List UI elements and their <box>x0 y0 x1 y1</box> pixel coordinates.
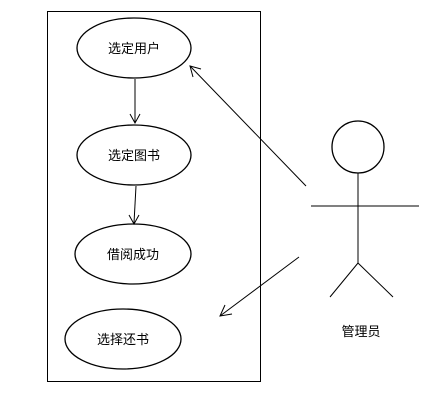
actor-label: 管理员 <box>341 325 380 340</box>
actor-head <box>331 120 385 174</box>
use-case-select-user-label: 选定用户 <box>108 41 160 57</box>
use-case-borrow-success: 借阅成功 <box>74 223 192 285</box>
arrow-select-user-to-select-book-head <box>129 113 141 125</box>
use-case-borrow-success-label: 借阅成功 <box>107 248 159 263</box>
use-case-select-book: 选定图书 <box>76 124 192 186</box>
use-case-select-return-label: 选择还书 <box>97 333 149 348</box>
actor-left-leg <box>329 262 359 298</box>
arrow-actor-to-select-user <box>189 65 307 187</box>
arrow-actor-to-select-return-line <box>219 256 300 317</box>
arrow-select-user-to-select-book <box>129 79 141 125</box>
arrow-actor-to-select-user-line <box>189 65 307 187</box>
use-case-borrow-success-ellipse <box>74 223 192 285</box>
arrow-select-book-to-borrow-success-line <box>133 185 137 224</box>
actor-right-leg <box>357 262 394 298</box>
arrow-select-book-to-borrow-success <box>128 185 140 226</box>
use-case-select-return-ellipse <box>64 308 182 370</box>
use-case-select-user-ellipse <box>76 17 192 79</box>
use-case-select-book-label: 选定图书 <box>108 149 160 164</box>
arrow-actor-to-select-return <box>219 256 300 317</box>
use-case-select-book-ellipse <box>76 124 192 186</box>
arrow-select-book-to-borrow-success-head <box>128 214 140 226</box>
actor-admin: 管理员 <box>311 120 419 340</box>
use-case-select-return: 选择还书 <box>64 308 182 370</box>
arrow-actor-to-select-return-head <box>219 304 233 317</box>
arrow-actor-to-select-user-head <box>189 65 202 78</box>
use-case-select-user: 选定用户 <box>76 17 192 79</box>
